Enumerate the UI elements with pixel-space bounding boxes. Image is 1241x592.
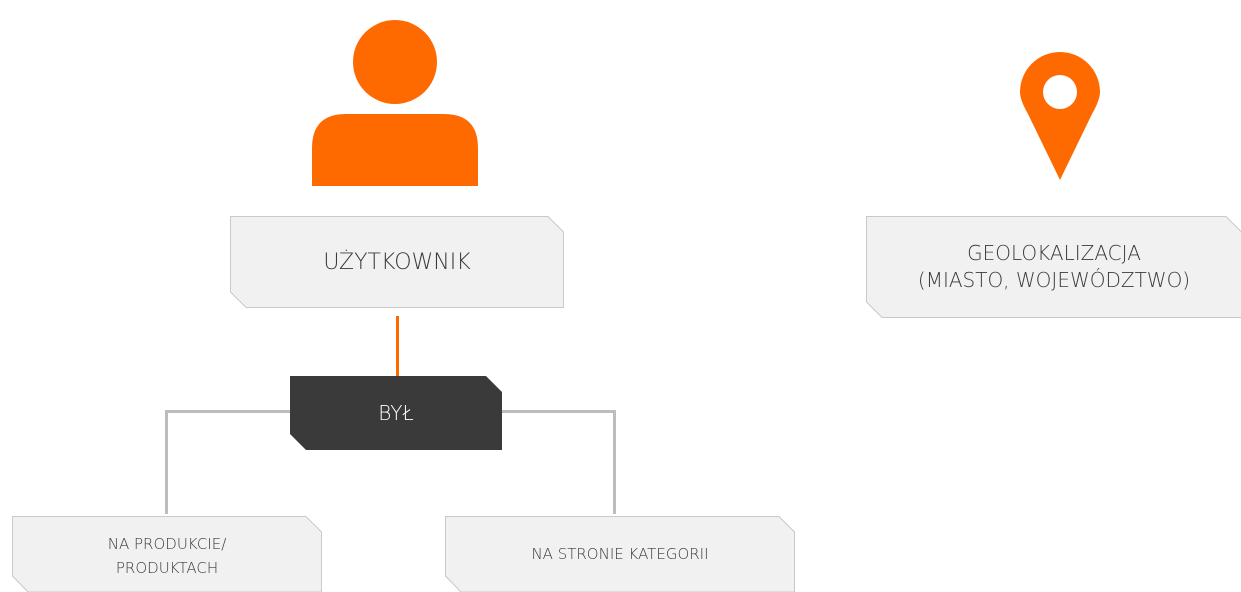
visited-node-label: BYŁ — [378, 401, 414, 425]
left-branch-horizontal — [165, 410, 293, 413]
geolocation-node-line1: GEOLOKALIZACJA — [967, 241, 1141, 265]
category-node: NA STRONIE KATEGORII — [445, 516, 795, 592]
category-node-label: NA STRONIE KATEGORII — [531, 545, 709, 563]
products-node: NA PRODUKCIE/ PRODUKTACH — [12, 516, 322, 592]
user-icon — [312, 20, 478, 186]
products-node-line1: NA PRODUKCIE/ — [107, 535, 227, 553]
user-connector-line — [396, 316, 399, 378]
right-branch-vertical — [613, 410, 616, 514]
geolocation-node: GEOLOKALIZACJA (MIASTO, WOJEWÓDZTWO) — [866, 216, 1241, 318]
left-branch-vertical — [165, 410, 168, 514]
user-node-label: UŻYTKOWNIK — [323, 249, 471, 275]
user-node: UŻYTKOWNIK — [230, 216, 564, 308]
products-node-line2: PRODUKTACH — [115, 559, 219, 577]
location-pin-icon — [1020, 52, 1100, 180]
visited-node: BYŁ — [290, 376, 502, 450]
geolocation-node-line2: (MIASTO, WOJEWÓDZTWO) — [917, 268, 1191, 292]
right-branch-horizontal — [500, 410, 616, 413]
